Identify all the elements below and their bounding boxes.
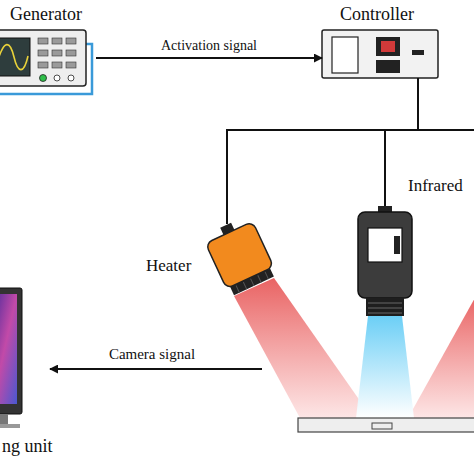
device-node: Infrared	[358, 206, 412, 316]
generator-device	[0, 30, 92, 94]
heat-beam	[234, 278, 372, 418]
device-label: ng unit	[2, 436, 53, 457]
heater-device	[202, 214, 277, 297]
controller-device	[322, 30, 438, 78]
specimen-plate	[298, 418, 474, 432]
device-label: Infrared	[408, 176, 463, 196]
signal-arrow	[50, 368, 262, 370]
monitor	[0, 288, 22, 428]
device-node: Controller	[322, 30, 438, 78]
device-label: Generator	[10, 4, 82, 25]
heat-beam	[408, 296, 474, 418]
signal-arrow	[96, 57, 322, 59]
camera-view	[356, 316, 414, 418]
infrared-camera	[358, 206, 412, 316]
device-node: ng unit	[0, 288, 22, 428]
edge-label: Activation signal	[159, 38, 259, 54]
device-node: Generator	[0, 30, 96, 86]
specimen-notch	[372, 423, 392, 429]
device-label: Controller	[340, 4, 414, 25]
power-wire	[227, 78, 418, 224]
power-wire	[418, 129, 474, 131]
device-node: Heater	[206, 224, 272, 296]
device-label: Heater	[146, 256, 191, 276]
signal-label: Camera signal	[107, 346, 197, 363]
